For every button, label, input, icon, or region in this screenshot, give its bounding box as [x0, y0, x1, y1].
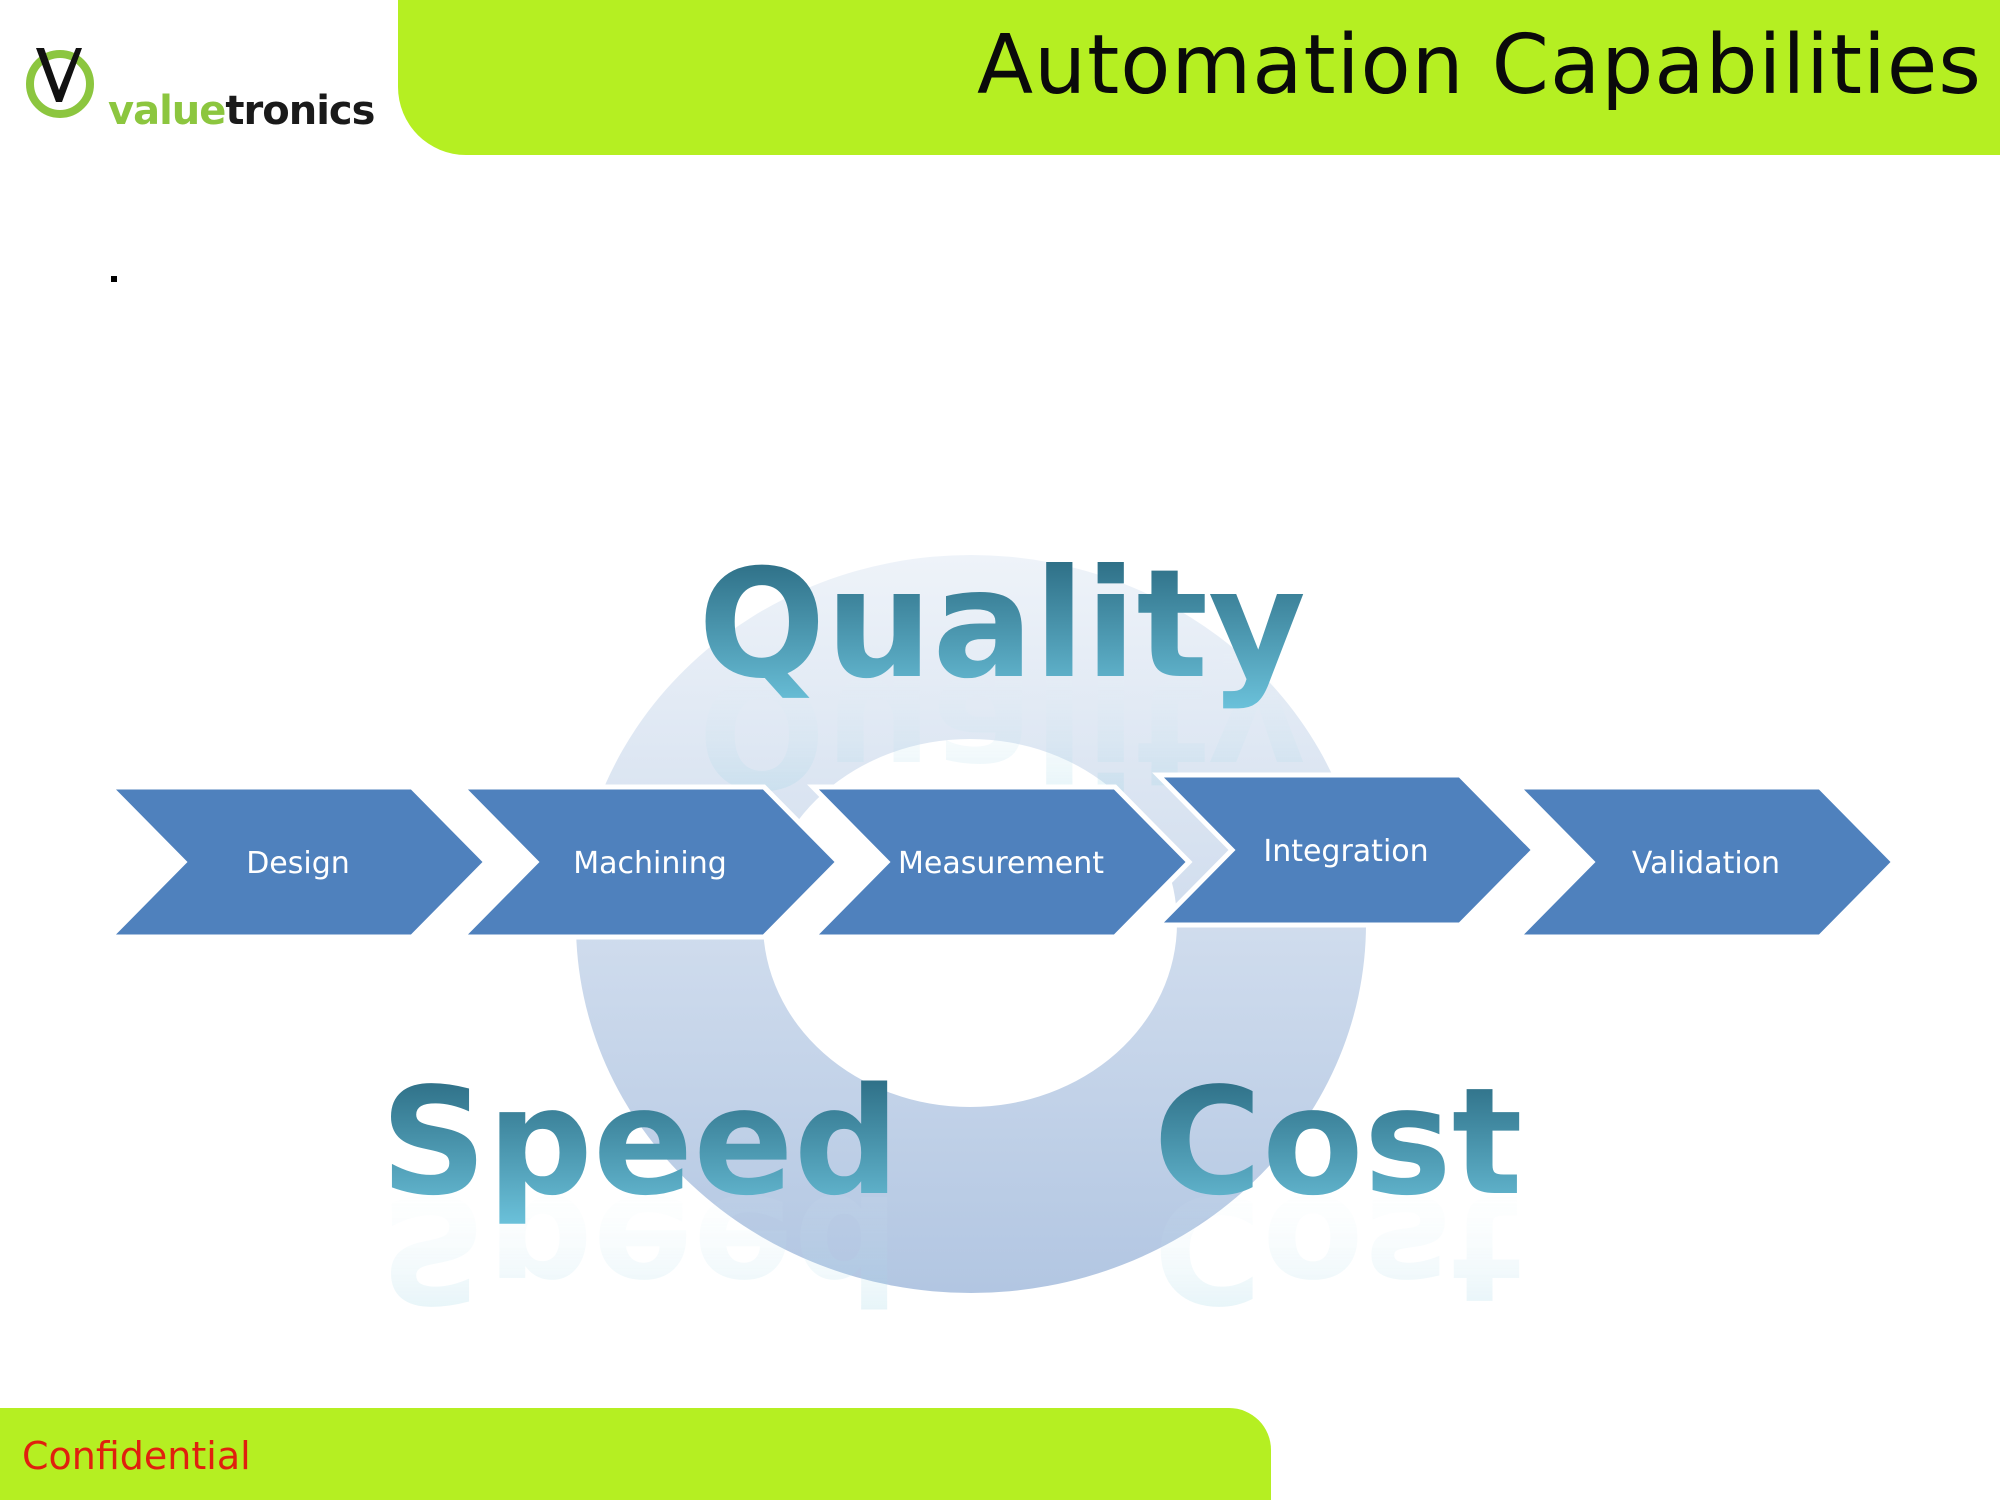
pillar-label-cost: Cost [1153, 1056, 1522, 1228]
chevron-step-measurement: Measurement [807, 784, 1193, 940]
chevron-step-machining: Machining [456, 784, 842, 940]
logo-wordmark: valuetronics [108, 88, 375, 134]
company-logo: valuetronics [18, 40, 378, 140]
pillar-label-quality: Quality [698, 538, 1306, 712]
chevron-shape [1512, 784, 1898, 940]
chevron-step-integration: Integration [1152, 772, 1538, 928]
header-band [398, 0, 2000, 155]
logo-text-tronics: tronics [225, 88, 375, 134]
confidential-label: Confidential [22, 1434, 251, 1478]
pillar-label-speed: Speed [380, 1056, 899, 1228]
pillar-reflection-cost: Cost [1153, 1162, 1522, 1334]
footer-band [0, 1408, 1271, 1500]
slide-title: Automation Capabilities [977, 18, 1982, 113]
chevron-shape [1152, 772, 1538, 928]
pillar-reflection-speed: Speed [380, 1162, 899, 1334]
chevron-step-design: Design [104, 784, 490, 940]
bullet-dot [111, 276, 117, 282]
chevron-label: Integration [1263, 834, 1428, 869]
chevron-label: Validation [1632, 846, 1780, 881]
chevron-label: Design [246, 846, 350, 881]
valuetronics-v-logo-icon [26, 48, 94, 118]
process-chevrons: Design Machining Measurement Integration Val… [104, 772, 1898, 940]
chevron-label: Measurement [898, 846, 1104, 881]
chevron-shape [456, 784, 842, 940]
chevron-step-validation: Validation [1512, 784, 1898, 940]
logo-text-value: value [108, 88, 226, 134]
chevron-label: Machining [573, 846, 727, 881]
cycle-ring [576, 555, 1366, 1293]
chevron-shape [807, 784, 1193, 940]
chevron-shape [104, 784, 490, 940]
